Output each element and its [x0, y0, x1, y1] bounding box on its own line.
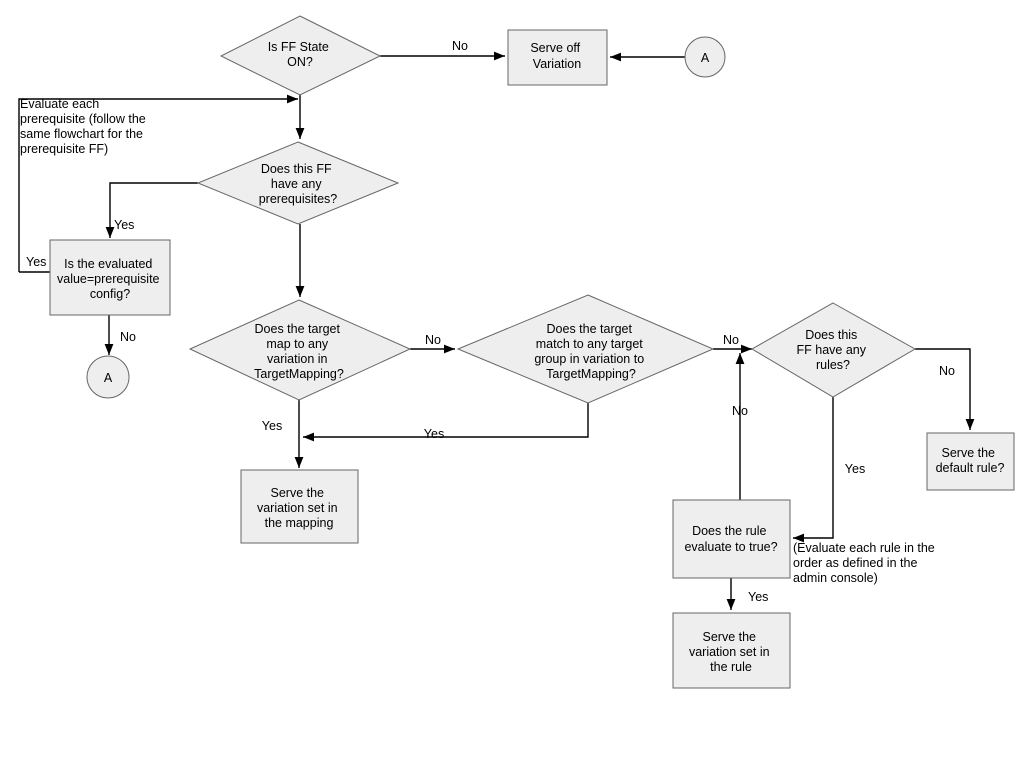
decision-shape [188, 299, 412, 401]
edge-target-map-yes: Yes [262, 400, 304, 468]
edge-prerequisites-yes: Yes [105, 182, 198, 238]
decision-shape [196, 141, 400, 225]
node-serve-rule-variation[interactable]: Serve the variation set in the rule [672, 612, 791, 689]
edge-label-rules-yes: Yes [845, 462, 865, 476]
node-label-evaluated-value: Is the evaluated value=prerequisite conf… [57, 257, 163, 301]
node-serve-off-variation[interactable]: Serve off Variation [507, 29, 608, 86]
edge-label-target-map-no: No [425, 333, 441, 347]
node-label-rule-evaluate-true: Does the rule evaluate to true? [684, 524, 777, 554]
edge-label-rule-eval-yes: Yes [748, 590, 768, 604]
process-shape [672, 499, 791, 579]
connector-shape [684, 36, 726, 78]
node-connector-a-bottom[interactable]: A [86, 355, 130, 399]
edge-target-map-no: No [410, 333, 455, 354]
edge-prerequisite-loop-back [18, 94, 298, 272]
node-serve-default-rule[interactable]: Serve the default rule? [926, 432, 1015, 491]
edge-target-match-no: No [713, 333, 752, 354]
node-target-map-variation[interactable]: Does the target map to any variation in … [188, 299, 412, 401]
node-label-has-rules: Does this FF have any rules? [797, 328, 870, 372]
node-target-match-group[interactable]: Does the target match to any target grou… [456, 294, 715, 404]
node-label-serve-mapping-variation: Serve the variation set in the mapping [257, 486, 341, 530]
node-rule-evaluate-true[interactable]: Does the rule evaluate to true? [672, 499, 791, 579]
node-has-prerequisites[interactable]: Does this FF have any prerequisites? [196, 141, 400, 225]
node-has-rules[interactable]: Does this FF have any rules? [751, 302, 917, 398]
process-shape [240, 469, 359, 544]
edge-label-prerequisites-yes: Yes [114, 218, 134, 232]
edge-ff-state-no: No [380, 39, 505, 61]
edge-label-ff-state-no: No [452, 39, 468, 53]
node-serve-mapping-variation[interactable]: Serve the variation set in the mapping [240, 469, 359, 544]
node-label-serve-default-rule: Serve the default rule? [936, 446, 1005, 475]
edge-label-evaluated-value-no: No [120, 330, 136, 344]
node-connector-a-top[interactable]: A [684, 36, 726, 78]
edge-label-rule-eval-no: No [732, 404, 748, 418]
node-ff-state-on[interactable]: Is FF State ON? [219, 15, 382, 96]
node-label-connector-a-bottom: A [104, 371, 113, 385]
note-prerequisite-text: Evaluate each prerequisite (follow the s… [20, 97, 149, 156]
decision-shape [751, 302, 917, 398]
edge-rule-eval-yes: Yes [726, 578, 768, 610]
connector-shape [86, 355, 130, 399]
edge-rules-no: No [915, 348, 975, 430]
note-prerequisite: Evaluate each prerequisite (follow the s… [20, 97, 149, 156]
edge-label-rules-no: No [939, 364, 955, 378]
decision-shape [456, 294, 715, 404]
edge-label-target-match-no: No [723, 333, 739, 347]
process-shape [926, 432, 1015, 491]
edge-evaluated-value-no: No [104, 315, 136, 355]
edge-rules-yes: Yes [793, 397, 865, 543]
node-evaluated-value[interactable]: Is the evaluated value=prerequisite conf… [49, 239, 171, 316]
node-label-connector-a-top: A [701, 51, 710, 65]
edge-label-evaluated-value-yes: Yes [26, 255, 46, 269]
node-label-ff-state-on: Is FF State ON? [268, 40, 333, 69]
node-label-serve-off-variation: Serve off Variation [530, 41, 583, 71]
edge-label-target-match-yes: Yes [424, 427, 444, 441]
decision-shape [219, 15, 382, 96]
process-shape [49, 239, 171, 316]
node-label-target-match-group: Does the target match to any target grou… [534, 322, 647, 381]
edge-evaluated-value-yes: Yes [19, 255, 50, 273]
node-label-serve-rule-variation: Serve the variation set in the rule [689, 630, 773, 674]
edge-label-target-map-yes: Yes [262, 419, 282, 433]
node-label-has-prerequisites: Does this FF have any prerequisites? [259, 162, 338, 206]
note-rule-order: (Evaluate each rule in the order as defi… [793, 541, 938, 585]
edge-rule-eval-no: No [732, 353, 748, 500]
note-rule-order-text: (Evaluate each rule in the order as defi… [793, 541, 938, 585]
edge-target-match-yes: Yes [303, 403, 589, 442]
node-label-target-map-variation: Does the target map to any variation in … [254, 322, 344, 381]
process-shape [507, 29, 608, 86]
process-shape [672, 612, 791, 689]
